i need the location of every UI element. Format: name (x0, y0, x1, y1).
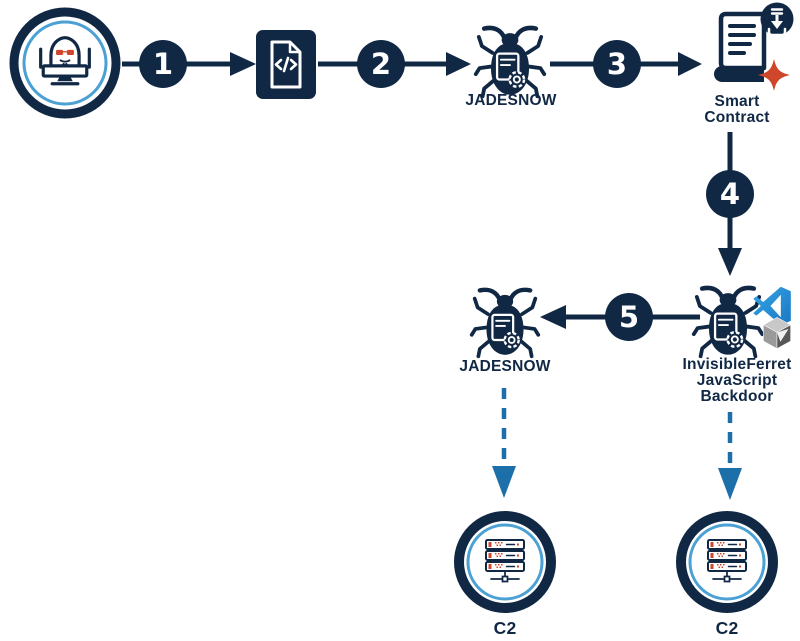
code-file-icon (256, 30, 316, 99)
invisibleferret-label-line3: Backdoor (700, 388, 774, 405)
invisibleferret-label: InvisibleFerret JavaScript Backdoor (677, 357, 797, 405)
jadesnow-bug-icon-top (472, 24, 548, 100)
c2-server-icon-right (675, 510, 779, 614)
jadesnow-top-label: JADESNOW (465, 92, 557, 109)
smart-contract-icon (696, 2, 796, 92)
c2-server-icon-left (453, 510, 557, 614)
step-2-badge: 2 (357, 40, 405, 88)
c2-left-label: C2 (493, 618, 517, 638)
step-3-badge: 3 (593, 40, 641, 88)
threat-actor-hacker-icon (8, 6, 122, 120)
smart-contract-label-line1: Smart (714, 93, 760, 110)
smart-contract-label-line2: Contract (704, 109, 770, 126)
cube-icon (760, 316, 794, 350)
jadesnow-bug-icon-left (468, 286, 542, 360)
step-4-badge: 4 (706, 170, 754, 218)
dashed-arrow-left-c2 (492, 388, 516, 498)
dashed-arrow-right-c2 (718, 412, 742, 500)
invisibleferret-label-line2: JavaScript (696, 372, 778, 389)
step-5-badge: 5 (605, 293, 653, 341)
c2-right-label: C2 (715, 618, 739, 638)
jadesnow-left-label: JADESNOW (459, 358, 551, 375)
invisibleferret-label-line1: InvisibleFerret (682, 356, 792, 373)
step-1-badge: 1 (139, 40, 187, 88)
smart-contract-label: Smart Contract (687, 94, 787, 126)
